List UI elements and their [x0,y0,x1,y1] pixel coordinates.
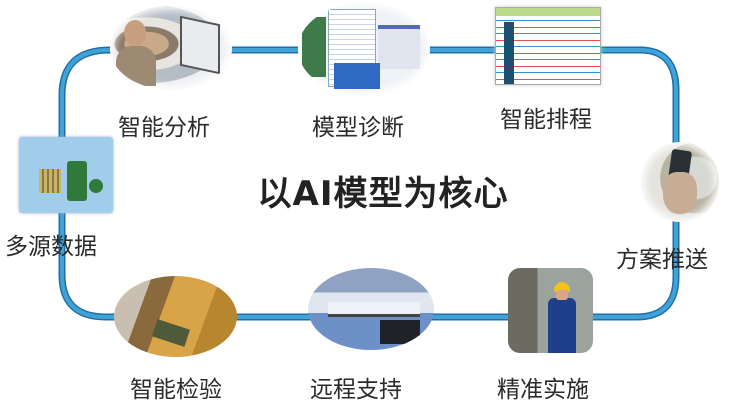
node-diagnosis-image [298,3,430,95]
diagram-title: 以AI模型为核心 [257,174,509,214]
motor-shape [89,179,103,193]
node-remote-image [308,268,434,350]
green-panel-shape [302,17,326,77]
monitor-shape [180,15,220,75]
node-implementation-image [508,268,593,353]
node-inspection-label: 智能检验 [130,377,222,403]
node-inspection-image [114,276,237,357]
side-window-shape [378,25,420,69]
hardhat-shape [554,282,570,292]
node-scheduling-label: 智能排程 [500,107,592,133]
machine-block-shape [152,319,190,347]
gearbox-shape [67,161,87,201]
console-desk-shape [328,302,420,317]
node-analysis-image [110,6,232,90]
node-data-label: 多源数据 [5,234,97,260]
node-scheduling-image [495,7,601,85]
blue-panel-shape [334,63,380,89]
schedule-sidebar-bar [504,22,514,84]
person-head-shape [124,20,146,46]
node-diagnosis-label: 模型诊断 [312,115,404,141]
person-body-shape [116,46,156,86]
node-analysis-label: 智能分析 [118,115,210,141]
schedule-header-bar [496,8,600,16]
worker-body-shape [548,298,576,353]
node-remote-label: 远程支持 [310,377,402,403]
node-push-label: 方案推送 [616,247,708,273]
node-implementation-label: 精准实施 [497,377,589,403]
drum-shape [39,169,61,193]
hand-shape [663,172,697,214]
node-data-image [19,137,113,213]
monitors-shape [380,320,420,344]
worker-face-shape [556,290,568,300]
node-push-image [641,142,719,222]
